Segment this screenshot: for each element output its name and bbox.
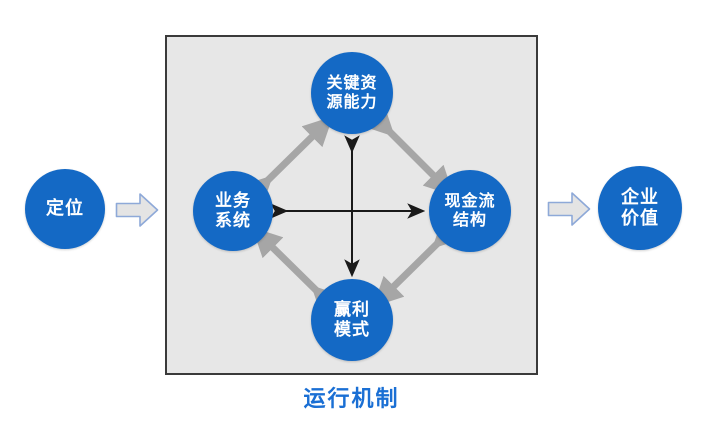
node-profit-model[interactable]: 赢利 模式 (311, 279, 393, 361)
node-profit-model-line-1: 赢利 (334, 299, 370, 320)
node-enterprise-value-line-2: 价值 (621, 208, 659, 229)
node-business-system-line-2: 系统 (215, 211, 251, 231)
node-positioning-line-1: 定位 (46, 198, 84, 220)
node-key-resources-line-2: 源能力 (326, 92, 378, 111)
node-enterprise-value-line-1: 企业 (621, 186, 659, 208)
node-key-resources-line-1: 关键资 (326, 73, 378, 93)
right-arrow-icon (547, 192, 591, 226)
node-profit-model-line-2: 模式 (334, 320, 370, 340)
node-enterprise-value[interactable]: 企业 价值 (598, 166, 682, 250)
node-business-system[interactable]: 业务 系统 (193, 171, 273, 251)
node-cashflow-structure[interactable]: 现金流 结构 (429, 170, 511, 252)
flow-arrow-positioning-to-mechanism (115, 191, 159, 229)
right-arrow-icon (115, 193, 159, 227)
node-positioning[interactable]: 定位 (25, 169, 105, 249)
node-business-system-line-1: 业务 (215, 190, 251, 211)
node-key-resources[interactable]: 关键资 源能力 (311, 52, 393, 134)
caption-operating-mechanism: 运行机制 (303, 387, 400, 412)
flow-arrow-mechanism-to-enterprise-value (547, 190, 591, 228)
node-cashflow-structure-line-2: 结构 (452, 210, 487, 229)
node-cashflow-structure-line-1: 现金流 (444, 191, 496, 211)
